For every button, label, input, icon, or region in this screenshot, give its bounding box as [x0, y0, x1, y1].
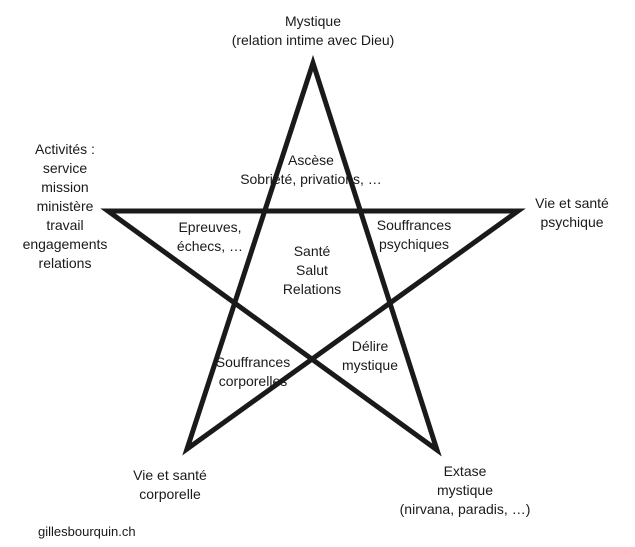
region-top-line-2: Sobriété, privations, …	[240, 171, 382, 187]
region-bottom-left-line-1: Souffrances	[215, 354, 291, 370]
vertex-top-line-2: (relation intime avec Dieu)	[231, 32, 395, 48]
vertex-left-line-3: mission	[41, 179, 89, 195]
vertex-bottom-left-line-2: corporelle	[139, 486, 201, 502]
region-label-top: Ascèse Sobriété, privations, …	[226, 151, 396, 189]
region-right-line-1: Souffrances	[376, 217, 452, 233]
vertex-top-line-1: Mystique	[284, 13, 342, 29]
region-left-line-1: Epreuves,	[178, 219, 242, 235]
region-label-bottom-left: Souffrances corporelles	[203, 353, 303, 391]
region-label-center: Santé Salut Relations	[262, 242, 362, 299]
pentagram-lines	[100, 54, 526, 457]
vertex-left-line-6: engagements	[22, 236, 108, 252]
vertex-left-line-5: travail	[46, 217, 84, 233]
vertex-label-right: Vie et santé psychique	[522, 194, 622, 232]
region-center-line-3: Relations	[282, 281, 342, 297]
vertex-left-line-7: relations	[38, 255, 92, 271]
vertex-label-bottom-left: Vie et santé corporelle	[120, 466, 220, 504]
vertex-bottom-right-line-1: Extase	[443, 463, 487, 479]
region-label-left: Epreuves, échecs, …	[160, 218, 260, 256]
vertex-right-line-2: psychique	[540, 214, 604, 230]
site-credit-text: gillesbourquin.ch	[38, 524, 136, 539]
region-bottom-left-line-2: corporelles	[218, 373, 288, 389]
region-label-bottom-right: Délire mystique	[320, 337, 420, 375]
site-credit: gillesbourquin.ch	[38, 522, 136, 541]
vertex-left-line-4: ministère	[36, 198, 94, 214]
vertex-bottom-left-line-1: Vie et santé	[133, 467, 207, 483]
region-label-right: Souffrances psychiques	[362, 216, 466, 254]
region-bottom-right-line-2: mystique	[341, 357, 399, 373]
region-center-line-1: Santé	[293, 243, 331, 259]
region-right-line-2: psychiques	[378, 236, 450, 252]
vertex-bottom-right-line-2: mystique	[436, 482, 494, 498]
region-bottom-right-line-1: Délire	[351, 338, 389, 354]
region-center-line-2: Salut	[296, 262, 328, 278]
vertex-left-line-1: Activités :	[35, 141, 95, 157]
vertex-left-line-2: service	[42, 160, 88, 176]
vertex-right-line-1: Vie et santé	[535, 195, 609, 211]
region-left-line-2: échecs, …	[176, 238, 244, 254]
vertex-label-top: Mystique (relation intime avec Dieu)	[213, 12, 413, 50]
vertex-label-left: Activités : service mission ministère tr…	[10, 140, 120, 273]
region-top-line-1: Ascèse	[288, 152, 334, 168]
vertex-bottom-right-line-3: (nirvana, paradis, …)	[399, 501, 531, 517]
vertex-label-bottom-right: Extase mystique (nirvana, paradis, …)	[385, 462, 545, 519]
